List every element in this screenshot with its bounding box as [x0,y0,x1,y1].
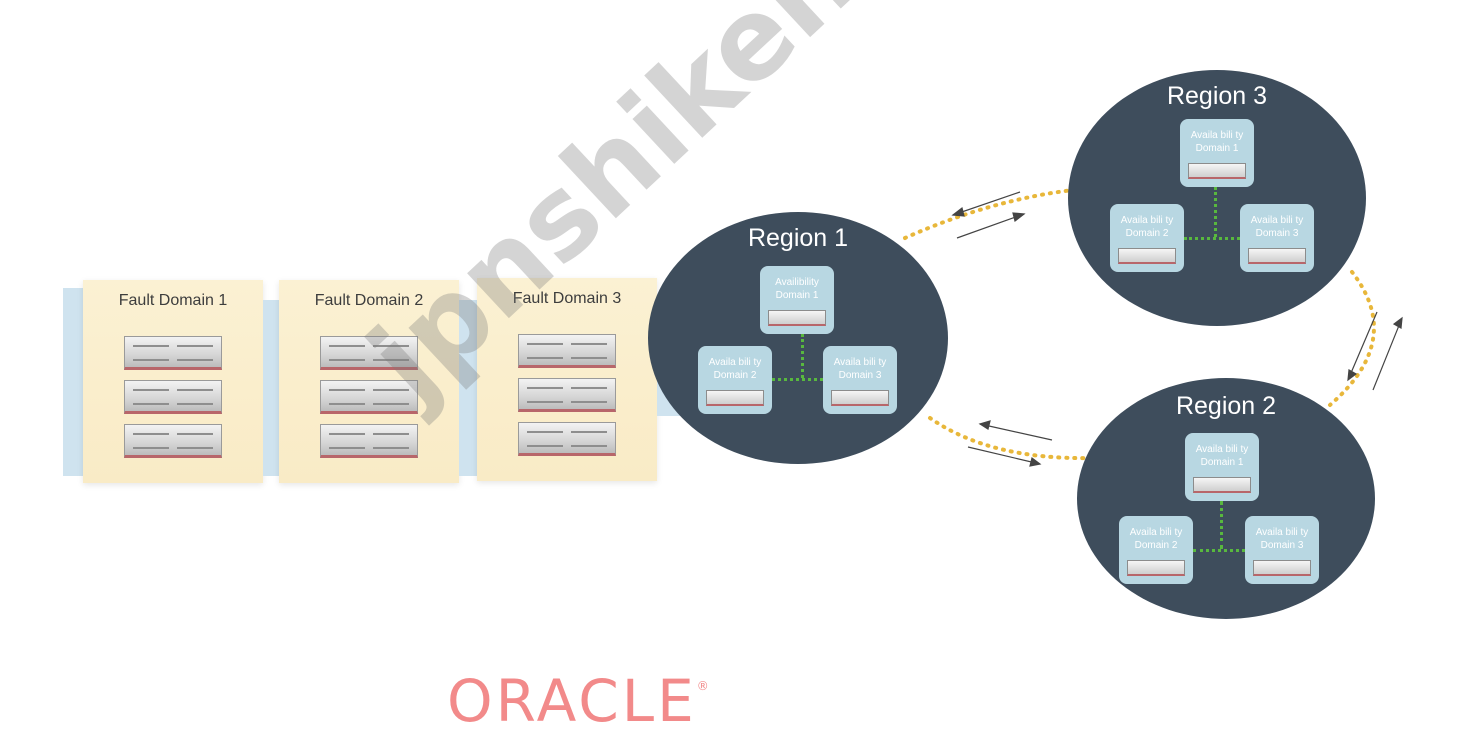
server-icon [768,310,826,326]
server-icon [320,424,418,458]
availability-domain-2: Availa bili ty Domain 2 [1110,204,1184,272]
server-icon [1248,248,1306,264]
oracle-logo: ORACLE® [447,672,712,730]
availability-domain-label: Availa bili ty Domain 2 [1129,527,1183,551]
availability-domain-link [1184,237,1240,240]
server-icon [320,380,418,414]
server-stack [477,334,657,466]
availability-domain-label: Availa bili ty Domain 2 [1120,215,1174,239]
arrow-right-icon [956,213,1025,239]
availability-domain-1: Availibility Domain 1 [760,266,834,334]
server-icon [831,390,889,406]
availability-domain-2: Availa bili ty Domain 2 [1119,516,1193,584]
region-title: Region 2 [1175,392,1277,420]
server-icon [124,424,222,458]
availability-domain-link [772,378,823,381]
server-icon [1118,248,1176,264]
server-stack [83,336,263,468]
server-icon [320,336,418,370]
availability-domain-link [1220,501,1223,549]
fault-domain-separator [459,300,477,476]
availability-domain-3: Availa bili ty Domain 3 [1240,204,1314,272]
connector-region3-region2 [1328,270,1376,407]
availability-domain-label: Availa bili ty Domain 3 [1255,527,1309,551]
availability-domain-label: Availa bili ty Domain 2 [708,357,762,381]
availability-domain-label: Availibility Domain 1 [775,277,819,301]
arrow-up-icon [1372,317,1403,391]
availability-domain-link [801,334,804,378]
server-icon [124,380,222,414]
availability-domain-label: Availa bili ty Domain 3 [1250,215,1304,239]
fault-domain-edge-strip [63,288,83,476]
availability-domain-link [1214,187,1217,237]
connector-region1-region2 [928,416,1094,461]
server-icon [706,390,764,406]
fault-domain-1: Fault Domain 1 [83,280,263,483]
server-icon [518,378,616,412]
server-icon [1193,477,1251,493]
availability-domain-label: Availa bili ty Domain 1 [1190,130,1244,154]
availability-domain-3: Availa bili ty Domain 3 [1245,516,1319,584]
region-3: Region 3 Availa bili ty Domain 1 Availa … [1068,70,1366,326]
arrow-left-icon [952,191,1021,216]
region-1: Region 1 Availibility Domain 1 Availa bi… [648,212,948,464]
availability-domain-2: Availa bili ty Domain 2 [698,346,772,414]
server-icon [518,422,616,456]
fault-domain-3: Fault Domain 3 [477,278,657,481]
availability-domain-1: Availa bili ty Domain 1 [1185,433,1259,501]
region-title: Region 3 [1166,82,1268,110]
arrow-right-icon [967,446,1041,465]
fault-domain-separator [263,300,279,476]
region-2: Region 2 Availa bili ty Domain 1 Availa … [1077,378,1375,619]
logo-text: ORACLE [447,667,697,735]
fault-domain-title: Fault Domain 1 [118,292,228,309]
availability-domain-label: Availa bili ty Domain 3 [833,357,887,381]
arrow-down-icon [1347,311,1378,381]
server-icon [518,334,616,368]
region-title: Region 1 [747,224,849,252]
fault-domain-title: Fault Domain 3 [512,290,622,307]
availability-domain-3: Availa bili ty Domain 3 [823,346,897,414]
server-icon [124,336,222,370]
arrow-left-icon [979,423,1053,441]
server-stack [279,336,459,468]
availability-domain-label: Availa bili ty Domain 1 [1195,444,1249,468]
fault-domain-title: Fault Domain 2 [314,292,424,309]
availability-domain-1: Availa bili ty Domain 1 [1180,119,1254,187]
server-icon [1253,560,1311,576]
connector-region1-region3 [903,188,1075,240]
server-icon [1127,560,1185,576]
registered-mark: ® [696,679,712,693]
availability-domain-link [1193,549,1245,552]
server-icon [1188,163,1246,179]
fault-domain-2: Fault Domain 2 [279,280,459,483]
